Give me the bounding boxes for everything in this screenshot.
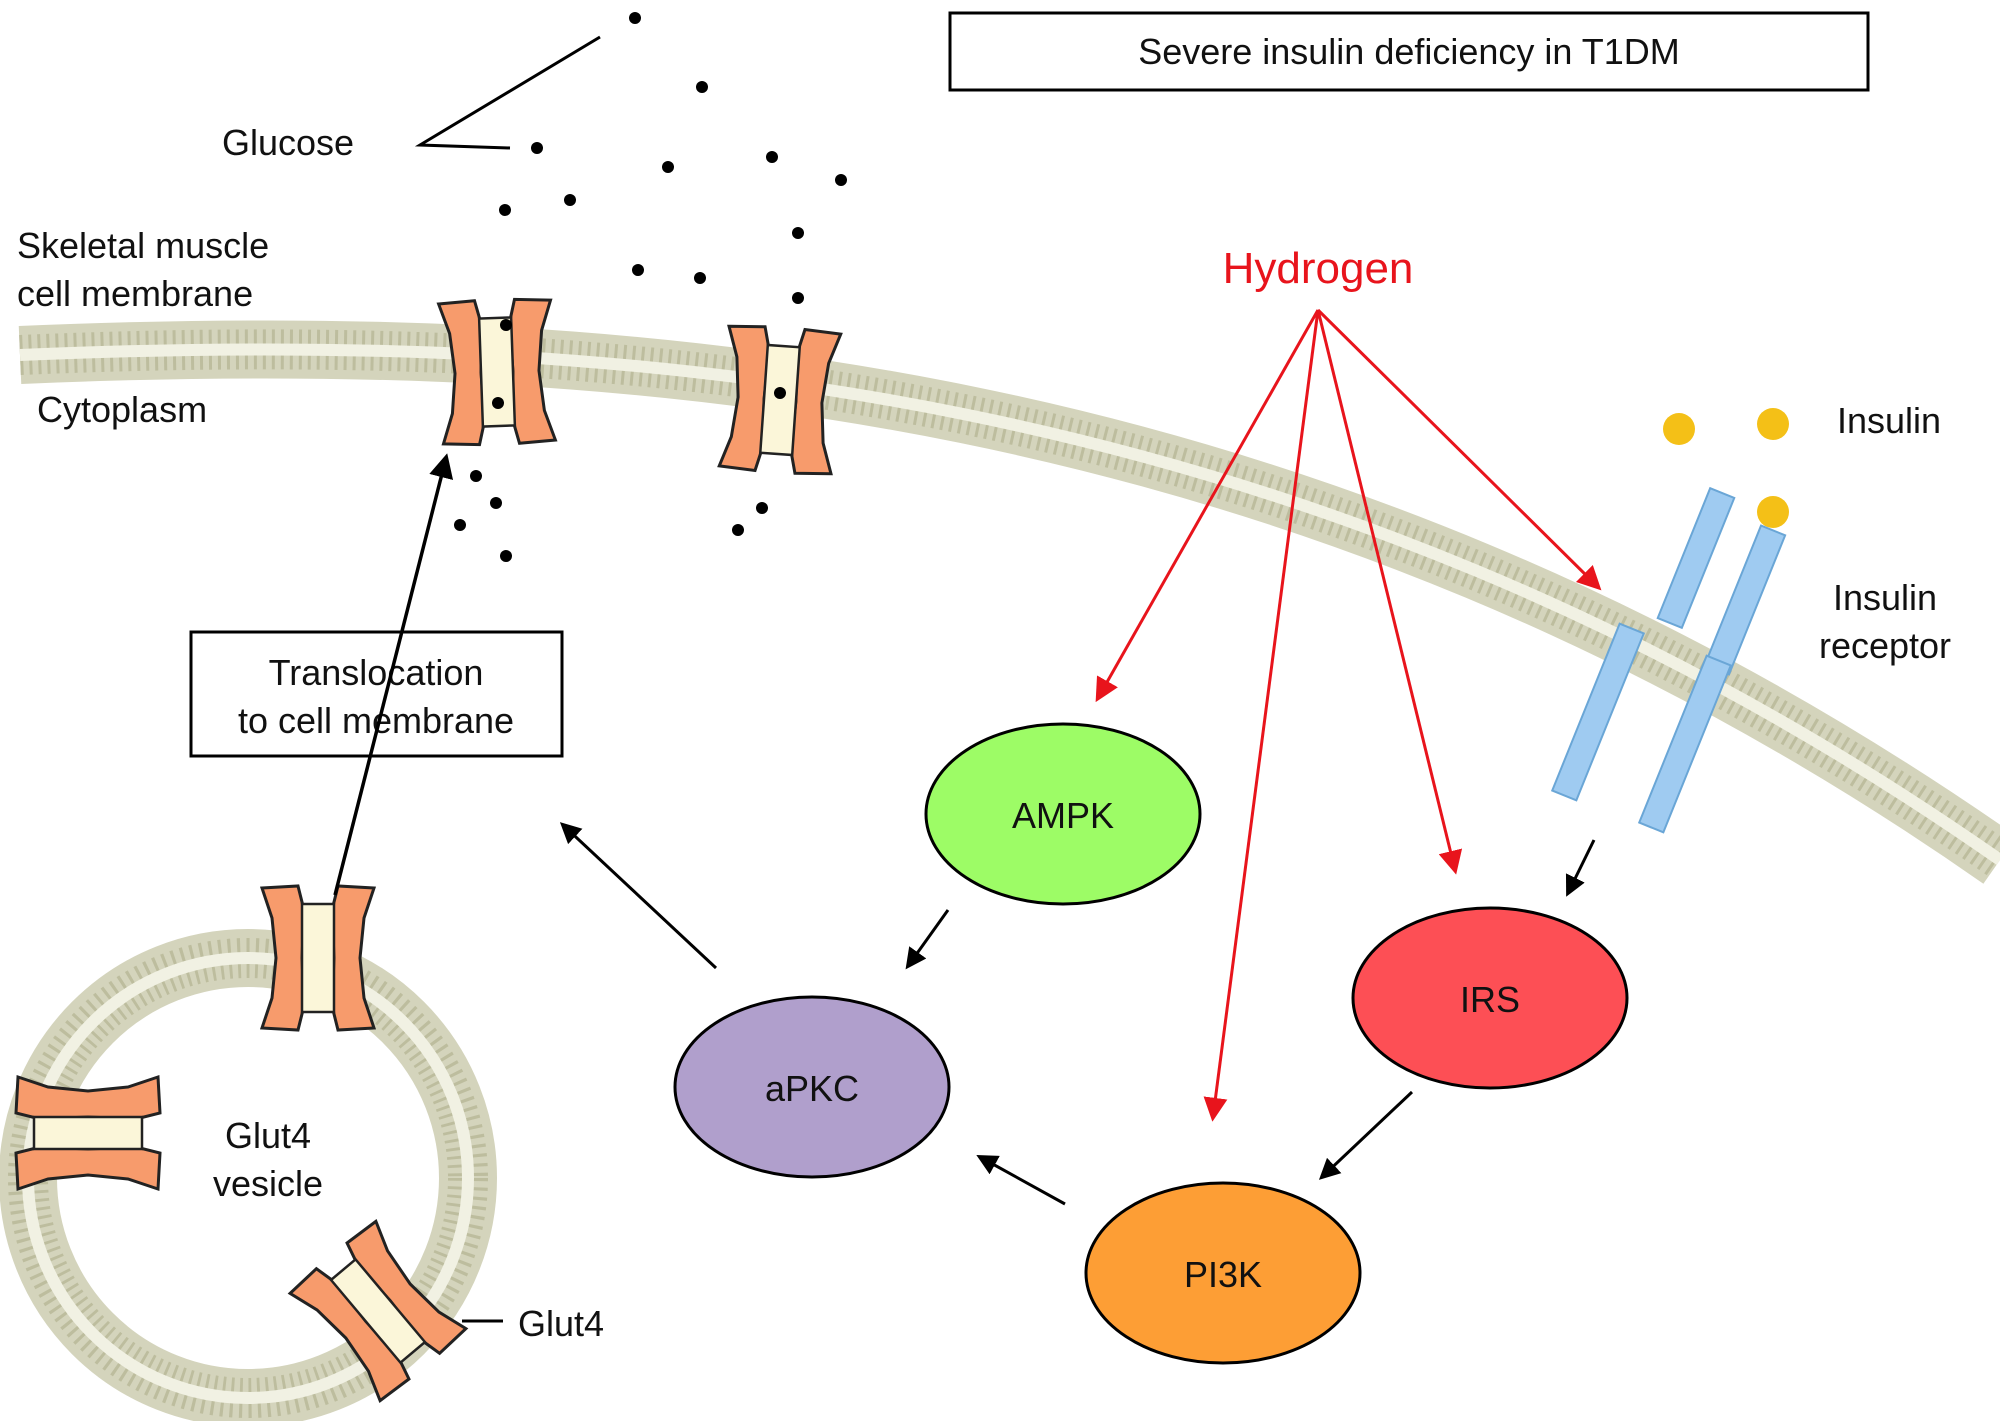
node-irs-label: IRS [1460, 979, 1520, 1020]
arrow-ampk-to-apkc [905, 909, 950, 970]
hydrogen-arrows [1095, 308, 1602, 1122]
translocation-arrow [333, 453, 454, 896]
node-ampk: AMPK [924, 722, 1202, 906]
arrow-receptor-to-irs [1565, 839, 1596, 897]
cell-membrane [18, 320, 2000, 884]
glucose-label: Glucose [222, 122, 354, 163]
glut4-label: Glut4 [518, 1303, 604, 1344]
node-pi3k-label: PI3K [1184, 1254, 1262, 1295]
vesicle-label-line1: Glut4 [225, 1115, 311, 1156]
glut4-transporter-membrane-1 [437, 296, 557, 448]
receptor-label-line2: receptor [1819, 625, 1951, 666]
hydrogen-arrow-ampk [1095, 309, 1320, 703]
diagram-title: Severe insulin deficiency in T1DM [1138, 31, 1680, 72]
membrane-label-line2: cell membrane [17, 273, 253, 314]
arrow-irs-to-pi3k [1318, 1090, 1414, 1180]
glut4-transporter-vesicle-left [14, 1075, 162, 1191]
translocation-label-line1: Translocation [269, 652, 484, 693]
cytoplasm-label: Cytoplasm [37, 389, 207, 430]
hydrogen-label: Hydrogen [1223, 244, 1414, 293]
hydrogen-arrow-pi3k [1203, 309, 1320, 1122]
signaling-arrows [559, 822, 1596, 1206]
glucose-molecules [454, 12, 847, 562]
membrane-label-line1: Skeletal muscle [17, 225, 269, 266]
arrow-pi3k-to-apkc [976, 1154, 1066, 1206]
glut4-transporter-membrane-2 [717, 322, 843, 478]
node-apkc-label: aPKC [765, 1068, 859, 1109]
title-box: Severe insulin deficiency in T1DM [948, 11, 1870, 92]
node-irs: IRS [1351, 906, 1629, 1090]
glut4-transporter-vesicle-top [260, 884, 376, 1032]
receptor-label-line1: Insulin [1833, 577, 1937, 618]
arrow-apkc-to-translocation [559, 822, 718, 970]
vesicle-label-line2: vesicle [213, 1163, 323, 1204]
hydrogen-arrow-irs [1316, 309, 1463, 875]
node-ampk-label: AMPK [1012, 795, 1114, 836]
insulin-label: Insulin [1837, 400, 1941, 441]
node-pi3k: PI3K [1084, 1181, 1362, 1365]
insulin-receptor [1550, 486, 1787, 834]
hydrogen-arrow-receptor [1316, 308, 1602, 591]
node-apkc: aPKC [673, 995, 951, 1179]
translocation-box: Translocation to cell membrane [189, 630, 564, 758]
glucose-pointer [414, 35, 601, 150]
insulin-molecules [1663, 408, 1789, 528]
